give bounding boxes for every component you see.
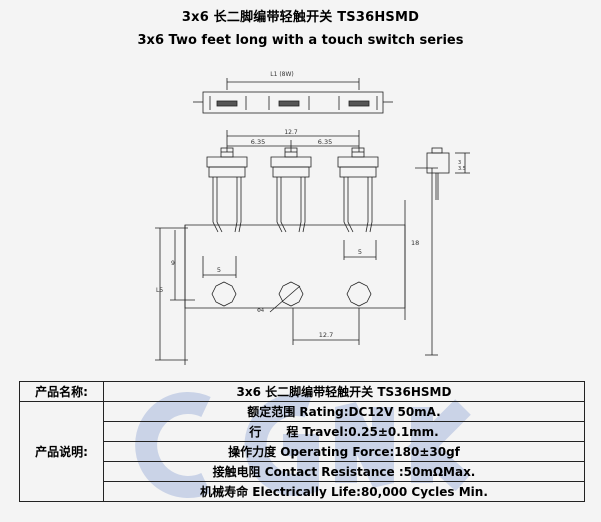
table-row: 行 程 Travel:0.25±0.1mm. (20, 421, 585, 442)
dim-9: 9 (171, 260, 175, 267)
dim-18: 18 (411, 239, 419, 247)
switch-bodies (206, 147, 379, 233)
technical-drawing: L1 (8W) 12.7 6.35 6.35 (155, 71, 470, 365)
tape-top-view (193, 78, 393, 114)
outer-dimensions (155, 167, 438, 361)
spec-table: 产品名称: 3x6 长二脚编带轻触开关 TS36HSMD 产品说明: 额定范围 … (19, 381, 585, 502)
table-row: 产品名称: 3x6 长二脚编带轻触开关 TS36HSMD (19, 381, 585, 402)
spec-operating-force: 操作力度 Operating Force:180±30gf (103, 441, 585, 462)
page-header: 3x6 长二脚编带轻触开关 TS36HSMD 3x6 Two feet long… (0, 6, 601, 48)
dim-6-35-a: 6.35 (251, 138, 265, 146)
dim-5-b: 5 (358, 248, 362, 256)
dim-side-3: 3 (458, 160, 461, 166)
carrier-tape (184, 200, 406, 365)
dim-5-a: 5 (217, 266, 221, 274)
table-row: 操作力度 Operating Force:180±30gf (20, 441, 585, 462)
table-row: 机械寿命 Electrically Life:80,000 Cycles Min… (20, 481, 585, 502)
dim-side-3-5: 3.5 (458, 166, 466, 172)
title-chinese: 3x6 长二脚编带轻触开关 TS36HSMD (181, 10, 420, 25)
dim-12-7-top: 12.7 (284, 129, 298, 136)
spec-electrical-life: 机械寿命 Electrically Life:80,000 Cycles Min… (103, 481, 585, 502)
name-label: 产品名称: (19, 381, 104, 402)
dim-d4: Φ4 (257, 308, 264, 314)
table-row: 产品说明: 额定范围 Rating:DC12V 50mA. (19, 401, 585, 502)
title-english: 3x6 Two feet long with a touch switch se… (137, 33, 464, 48)
dim-l5: L5 (156, 287, 163, 294)
description-label: 产品说明: (19, 401, 104, 502)
name-value: 3x6 长二脚编带轻触开关 TS36HSMD (103, 381, 585, 402)
dim-6-35-b: 6.35 (318, 138, 332, 146)
spec-contact-resistance: 接触电阻 Contact Resistance :50mΩMax. (103, 461, 585, 482)
dim-12-7-bottom: 12.7 (319, 331, 333, 339)
spec-rating: 额定范围 Rating:DC12V 50mA. (103, 401, 585, 422)
table-row: 接触电阻 Contact Resistance :50mΩMax. (20, 461, 585, 482)
side-view (426, 147, 470, 200)
dim-l1: L1 (8W) (270, 71, 294, 78)
spec-travel: 行 程 Travel:0.25±0.1mm. (103, 421, 585, 442)
